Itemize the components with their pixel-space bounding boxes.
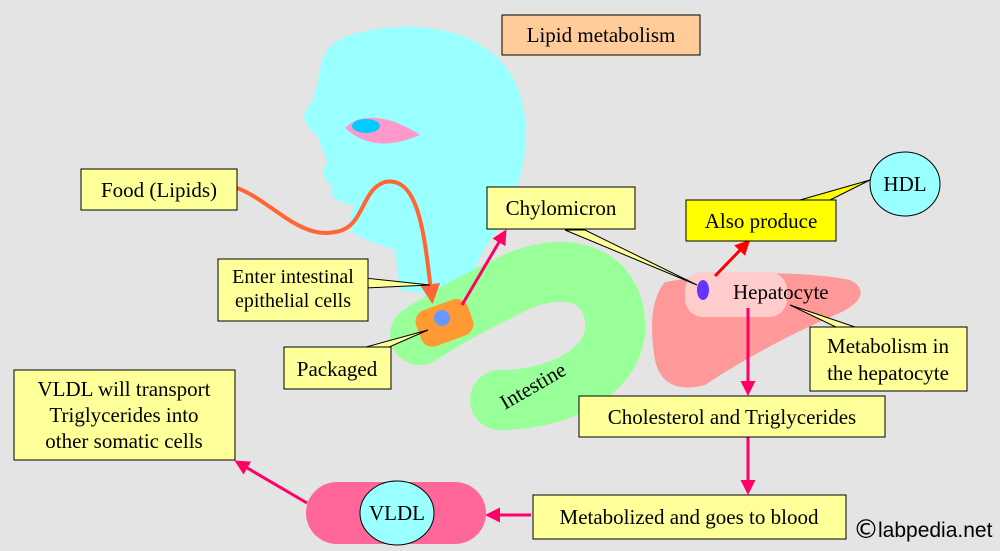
metabolism-label-line1: Metabolism in bbox=[827, 334, 949, 358]
metabolized-label-box bbox=[532, 494, 847, 540]
vldl-transport-line3: other somatic cells bbox=[45, 429, 202, 453]
metabolized-label: Metabolized and goes to blood bbox=[560, 505, 819, 529]
arrow-to-chylomicron bbox=[460, 229, 507, 306]
hdl-label: HDL bbox=[883, 172, 926, 196]
chol-trig-label-box bbox=[578, 395, 886, 438]
hdl-circle bbox=[869, 151, 941, 217]
intestine bbox=[390, 241, 646, 430]
metabolism-label-line2: the hepatocyte bbox=[827, 361, 949, 385]
food-label: Food (Lipids) bbox=[101, 178, 217, 202]
hepatocyte-droplet bbox=[697, 280, 709, 300]
lipid-droplet bbox=[434, 310, 450, 326]
hepatocyte-label: Hepatocyte bbox=[733, 280, 829, 304]
chylomicron-label: Chylomicron bbox=[506, 196, 617, 220]
also-produce-label: Also produce bbox=[705, 209, 818, 233]
vldl-transport-line1: VLDL will transport bbox=[37, 377, 210, 401]
title-box bbox=[501, 14, 701, 56]
enter-label-line1: Enter intestinal bbox=[232, 266, 354, 288]
enter-label-box bbox=[217, 258, 369, 322]
chylomicron-callout-pointer bbox=[564, 229, 698, 286]
packaged-label: Packaged bbox=[297, 357, 378, 381]
head-silhouette bbox=[304, 26, 526, 300]
also-produce-label-box bbox=[685, 199, 837, 242]
vldl-circle bbox=[359, 480, 435, 546]
chylomicron-label-box bbox=[486, 186, 636, 230]
vldl-transport-line2: Triglycerides into bbox=[49, 403, 198, 427]
chol-trig-label: Cholesterol and Triglycerides bbox=[608, 405, 856, 429]
arrow-also-produce bbox=[713, 239, 751, 278]
arrow-to-somatic bbox=[234, 460, 308, 505]
hepatocyte-cell bbox=[685, 272, 787, 317]
credit-label: labpedia.net bbox=[878, 519, 993, 542]
copyright-icon: © bbox=[853, 515, 879, 545]
page-title: Lipid metabolism bbox=[527, 23, 676, 47]
enter-label-line2: epithelial cells bbox=[235, 290, 351, 312]
food-label-box bbox=[80, 168, 238, 211]
food-path bbox=[236, 179, 441, 304]
vldl-label: VLDL bbox=[369, 501, 425, 525]
packaged-label-box bbox=[283, 346, 392, 390]
vldl-transport-label-box bbox=[13, 369, 236, 461]
metabolism-label-box bbox=[809, 326, 968, 392]
eye-pupil bbox=[352, 119, 380, 133]
